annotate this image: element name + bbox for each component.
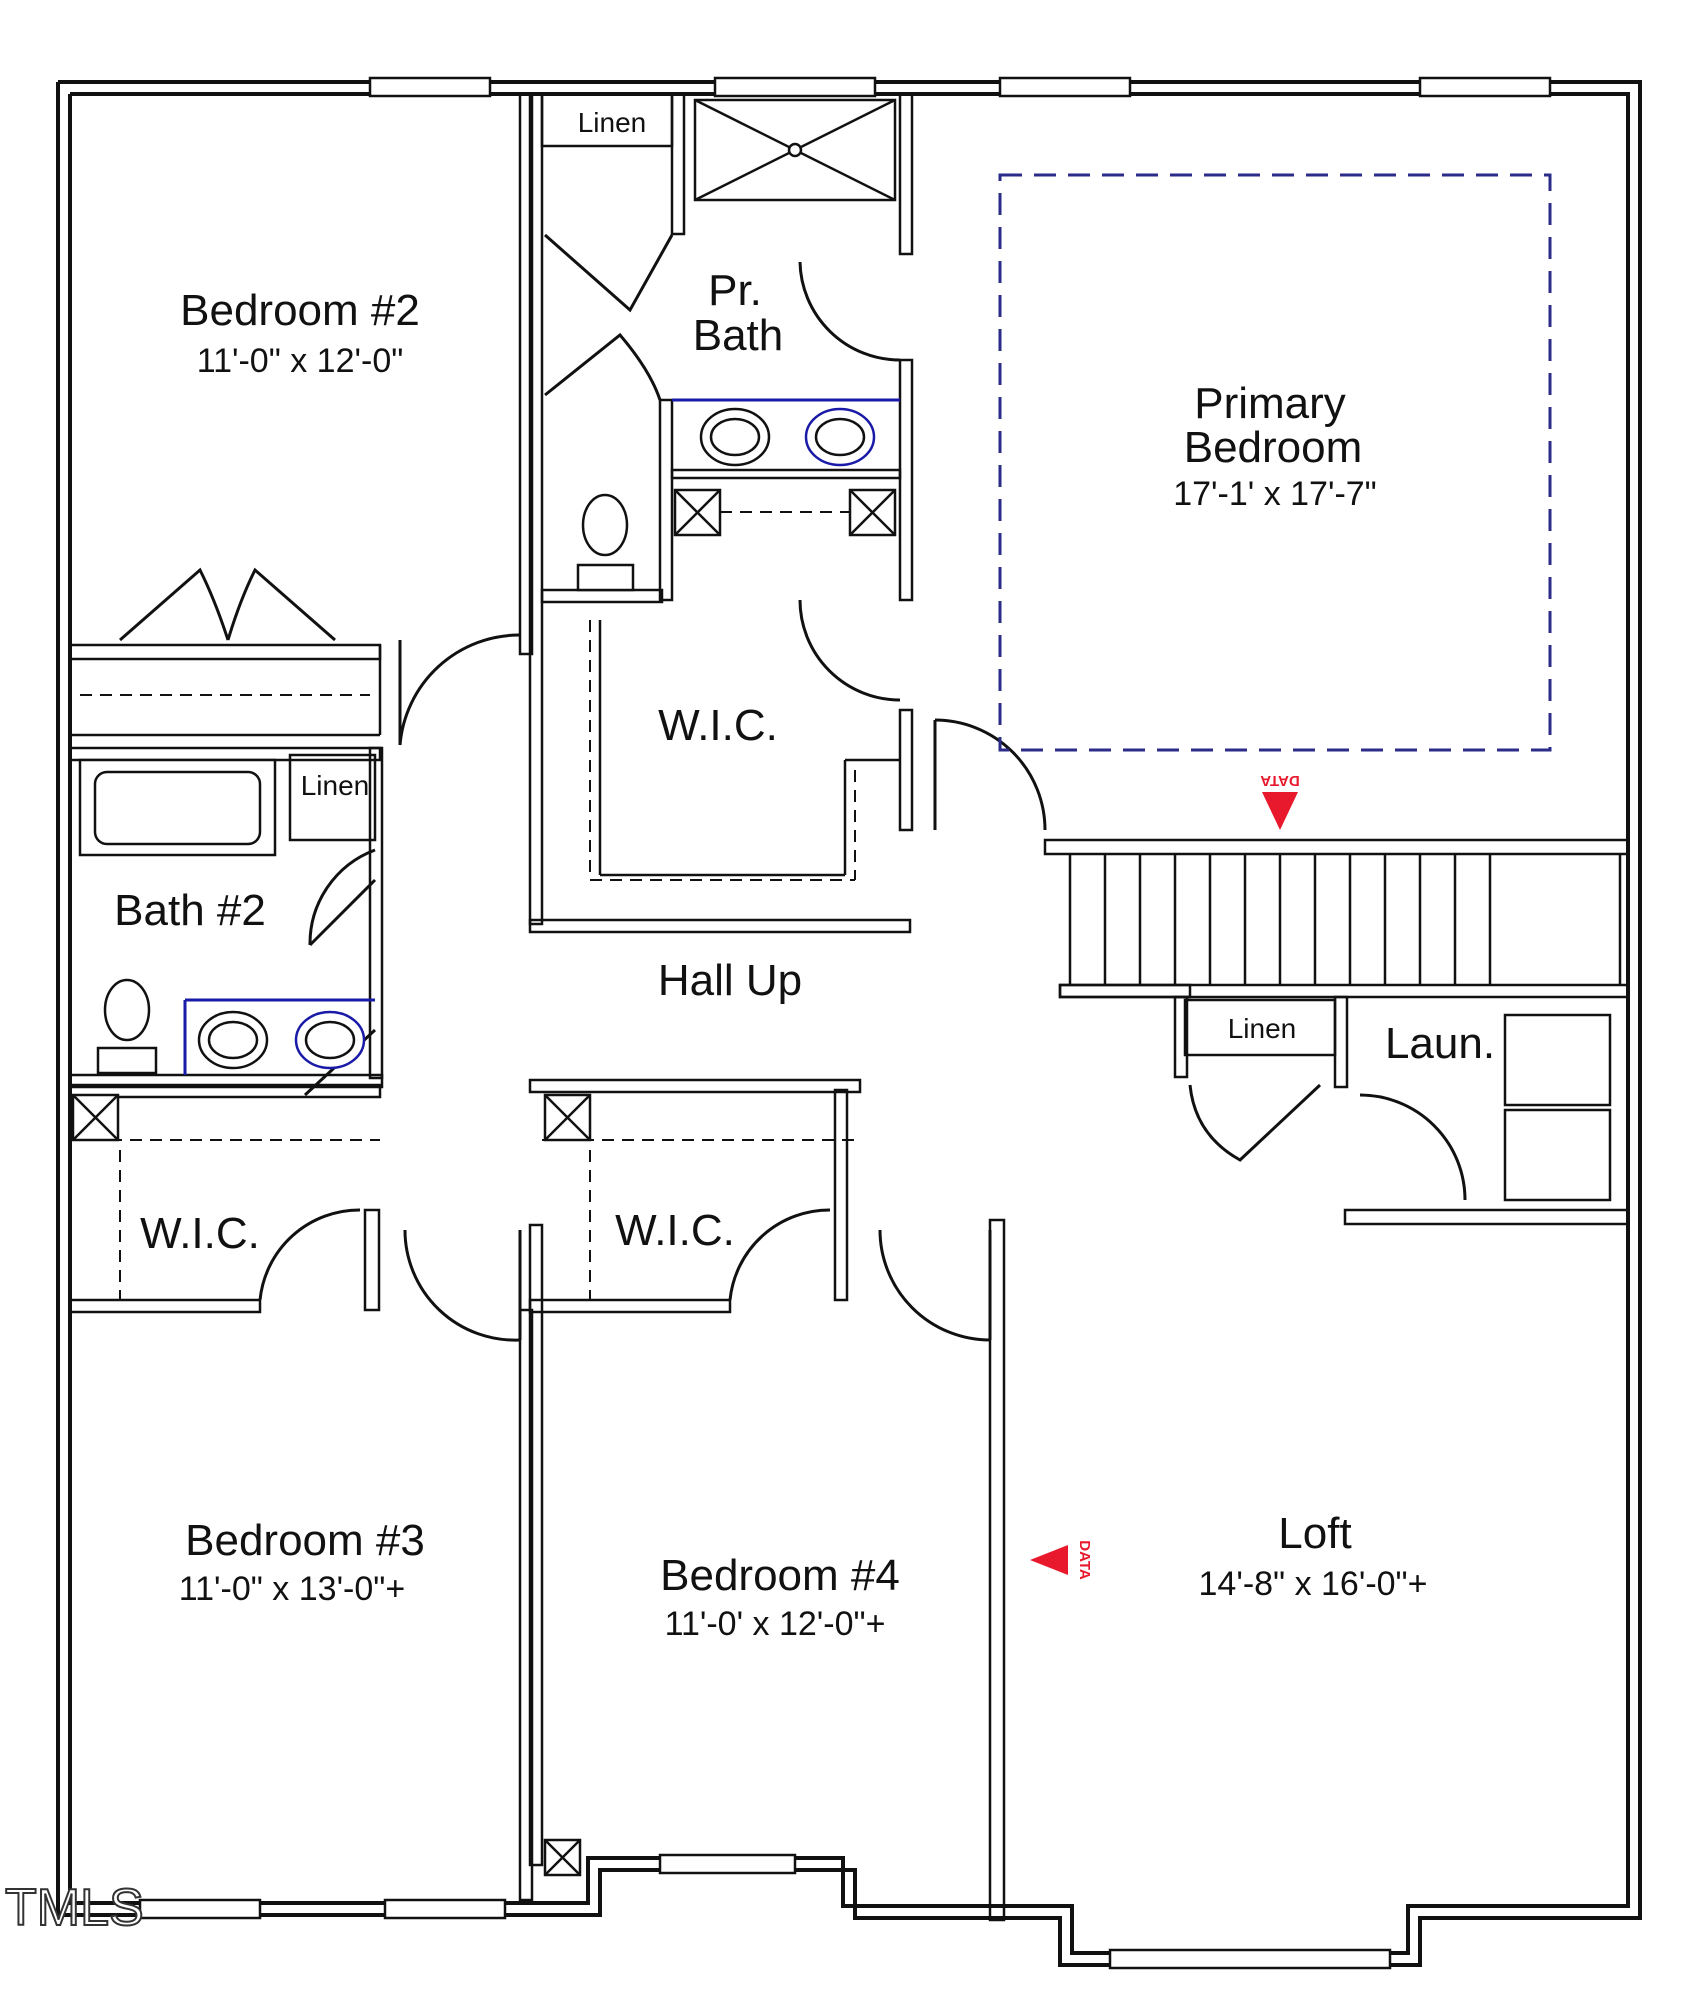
- linen-stair-label: Linen: [1228, 1013, 1297, 1044]
- shower-icon: [693, 98, 897, 202]
- room-labels: Bedroom #2 11'-0" x 12'-0" Pr. Bath Prim…: [114, 107, 1495, 1643]
- cabinet-icon: [71, 1093, 120, 1142]
- stair-treads: [1068, 855, 1622, 985]
- bedroom2-dims: 11'-0" x 12'-0": [197, 342, 404, 380]
- sink-icon: [197, 1010, 269, 1070]
- sink-icon: [294, 1010, 366, 1070]
- hall-name: Hall Up: [658, 956, 802, 1005]
- interior-walls: [68, 92, 1630, 1922]
- cabinet-icon: [543, 1838, 582, 1877]
- data-marker-top-label: DATA: [1260, 772, 1300, 789]
- bedroom3-dims: 11'-0" x 13'-0"+: [179, 1570, 405, 1608]
- primary-bedroom-dims: 17'-1' x 17'-7": [1173, 475, 1377, 513]
- linen-bath2-label: Linen: [301, 770, 370, 801]
- primary-ceiling-outline: [998, 173, 1552, 752]
- wic-bed3-name: W.I.C.: [140, 1209, 260, 1258]
- watermark-logo: TMLS: [5, 1879, 144, 1937]
- data-marker-side-label: DATA: [1076, 1540, 1093, 1580]
- primary-bedroom-name-1: Primary: [1194, 379, 1346, 428]
- primary-bath-name-1: Pr.: [708, 266, 762, 315]
- cabinet-icon: [543, 1093, 592, 1142]
- laundry-name: Laun.: [1385, 1019, 1495, 1068]
- toilet-icon: [576, 493, 635, 592]
- cabinet-icon: [848, 488, 897, 537]
- data-marker-side-icon: [1030, 1545, 1068, 1575]
- wic-bed4-name: W.I.C.: [615, 1206, 735, 1255]
- bedroom4-dims: 11'-0' x 12'-0"+: [665, 1605, 886, 1643]
- bedroom4-name: Bedroom #4: [660, 1551, 900, 1600]
- primary-bath-name-2: Bath: [693, 311, 784, 360]
- toilet-icon: [96, 978, 158, 1075]
- primary-wic-name: W.I.C.: [658, 701, 778, 750]
- cabinet-icon: [673, 488, 722, 537]
- bedroom3-name: Bedroom #3: [185, 1516, 425, 1565]
- sink-icon: [804, 407, 876, 467]
- loft-name: Loft: [1278, 1509, 1351, 1558]
- windows: [138, 76, 1552, 1970]
- bath2-name: Bath #2: [114, 886, 266, 935]
- exterior-walls: [56, 76, 1642, 1970]
- linen-top-label: Linen: [578, 107, 647, 138]
- data-markers: DATA DATA: [1030, 772, 1300, 1580]
- data-marker-top-icon: [1262, 792, 1298, 830]
- bedroom2-name: Bedroom #2: [180, 286, 420, 335]
- primary-bedroom-name-2: Bedroom: [1184, 423, 1363, 472]
- fixtures: [71, 98, 900, 1877]
- loft-dims: 14'-8" x 16'-0"+: [1199, 1565, 1428, 1603]
- sink-icon: [699, 407, 771, 467]
- bathtub-icon: [78, 758, 277, 857]
